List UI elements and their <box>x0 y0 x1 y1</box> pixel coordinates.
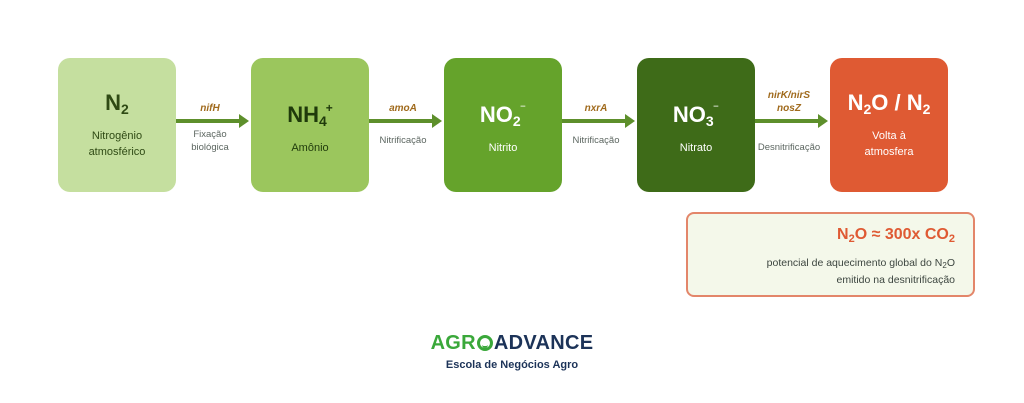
gene-label: amoA <box>389 103 417 114</box>
arrow-right-icon <box>562 114 635 128</box>
node-formula: NO3⁻ <box>672 100 720 129</box>
node-formula: NH4+ <box>287 100 333 129</box>
arrow-right-icon <box>369 114 442 128</box>
process-label: Desnitrificação <box>757 142 821 153</box>
gene-label: nxrA <box>584 103 608 114</box>
node-no2: NO2⁻ Nitrito <box>444 58 562 192</box>
gene-label: nifH <box>200 103 220 114</box>
logo-tagline: Escola de Negócios Agro <box>445 359 579 371</box>
callout-headline: N2O ≈ 300x CO2 <box>837 226 955 245</box>
arrow-right-icon <box>176 114 249 128</box>
node-nh4: NH4+ Amônio <box>251 58 369 192</box>
process-label: Nitrificação <box>572 135 620 146</box>
process-label: Nitrificação <box>379 135 427 146</box>
node-formula: N2 <box>105 90 129 117</box>
node-name: Nitrito <box>488 141 518 154</box>
node-name: Amônio <box>291 141 329 154</box>
arrow-right-icon <box>755 114 828 128</box>
gwp-callout: N2O ≈ 300x CO2 potencial de aquecimento … <box>686 212 975 297</box>
node-formula: NO2⁻ <box>479 100 527 129</box>
node-name: Nitrato <box>679 141 713 154</box>
node-no3: NO3⁻ Nitrato <box>637 58 755 192</box>
leaf-o-icon <box>476 335 493 351</box>
node-formula: N2O / N2 <box>847 90 931 117</box>
